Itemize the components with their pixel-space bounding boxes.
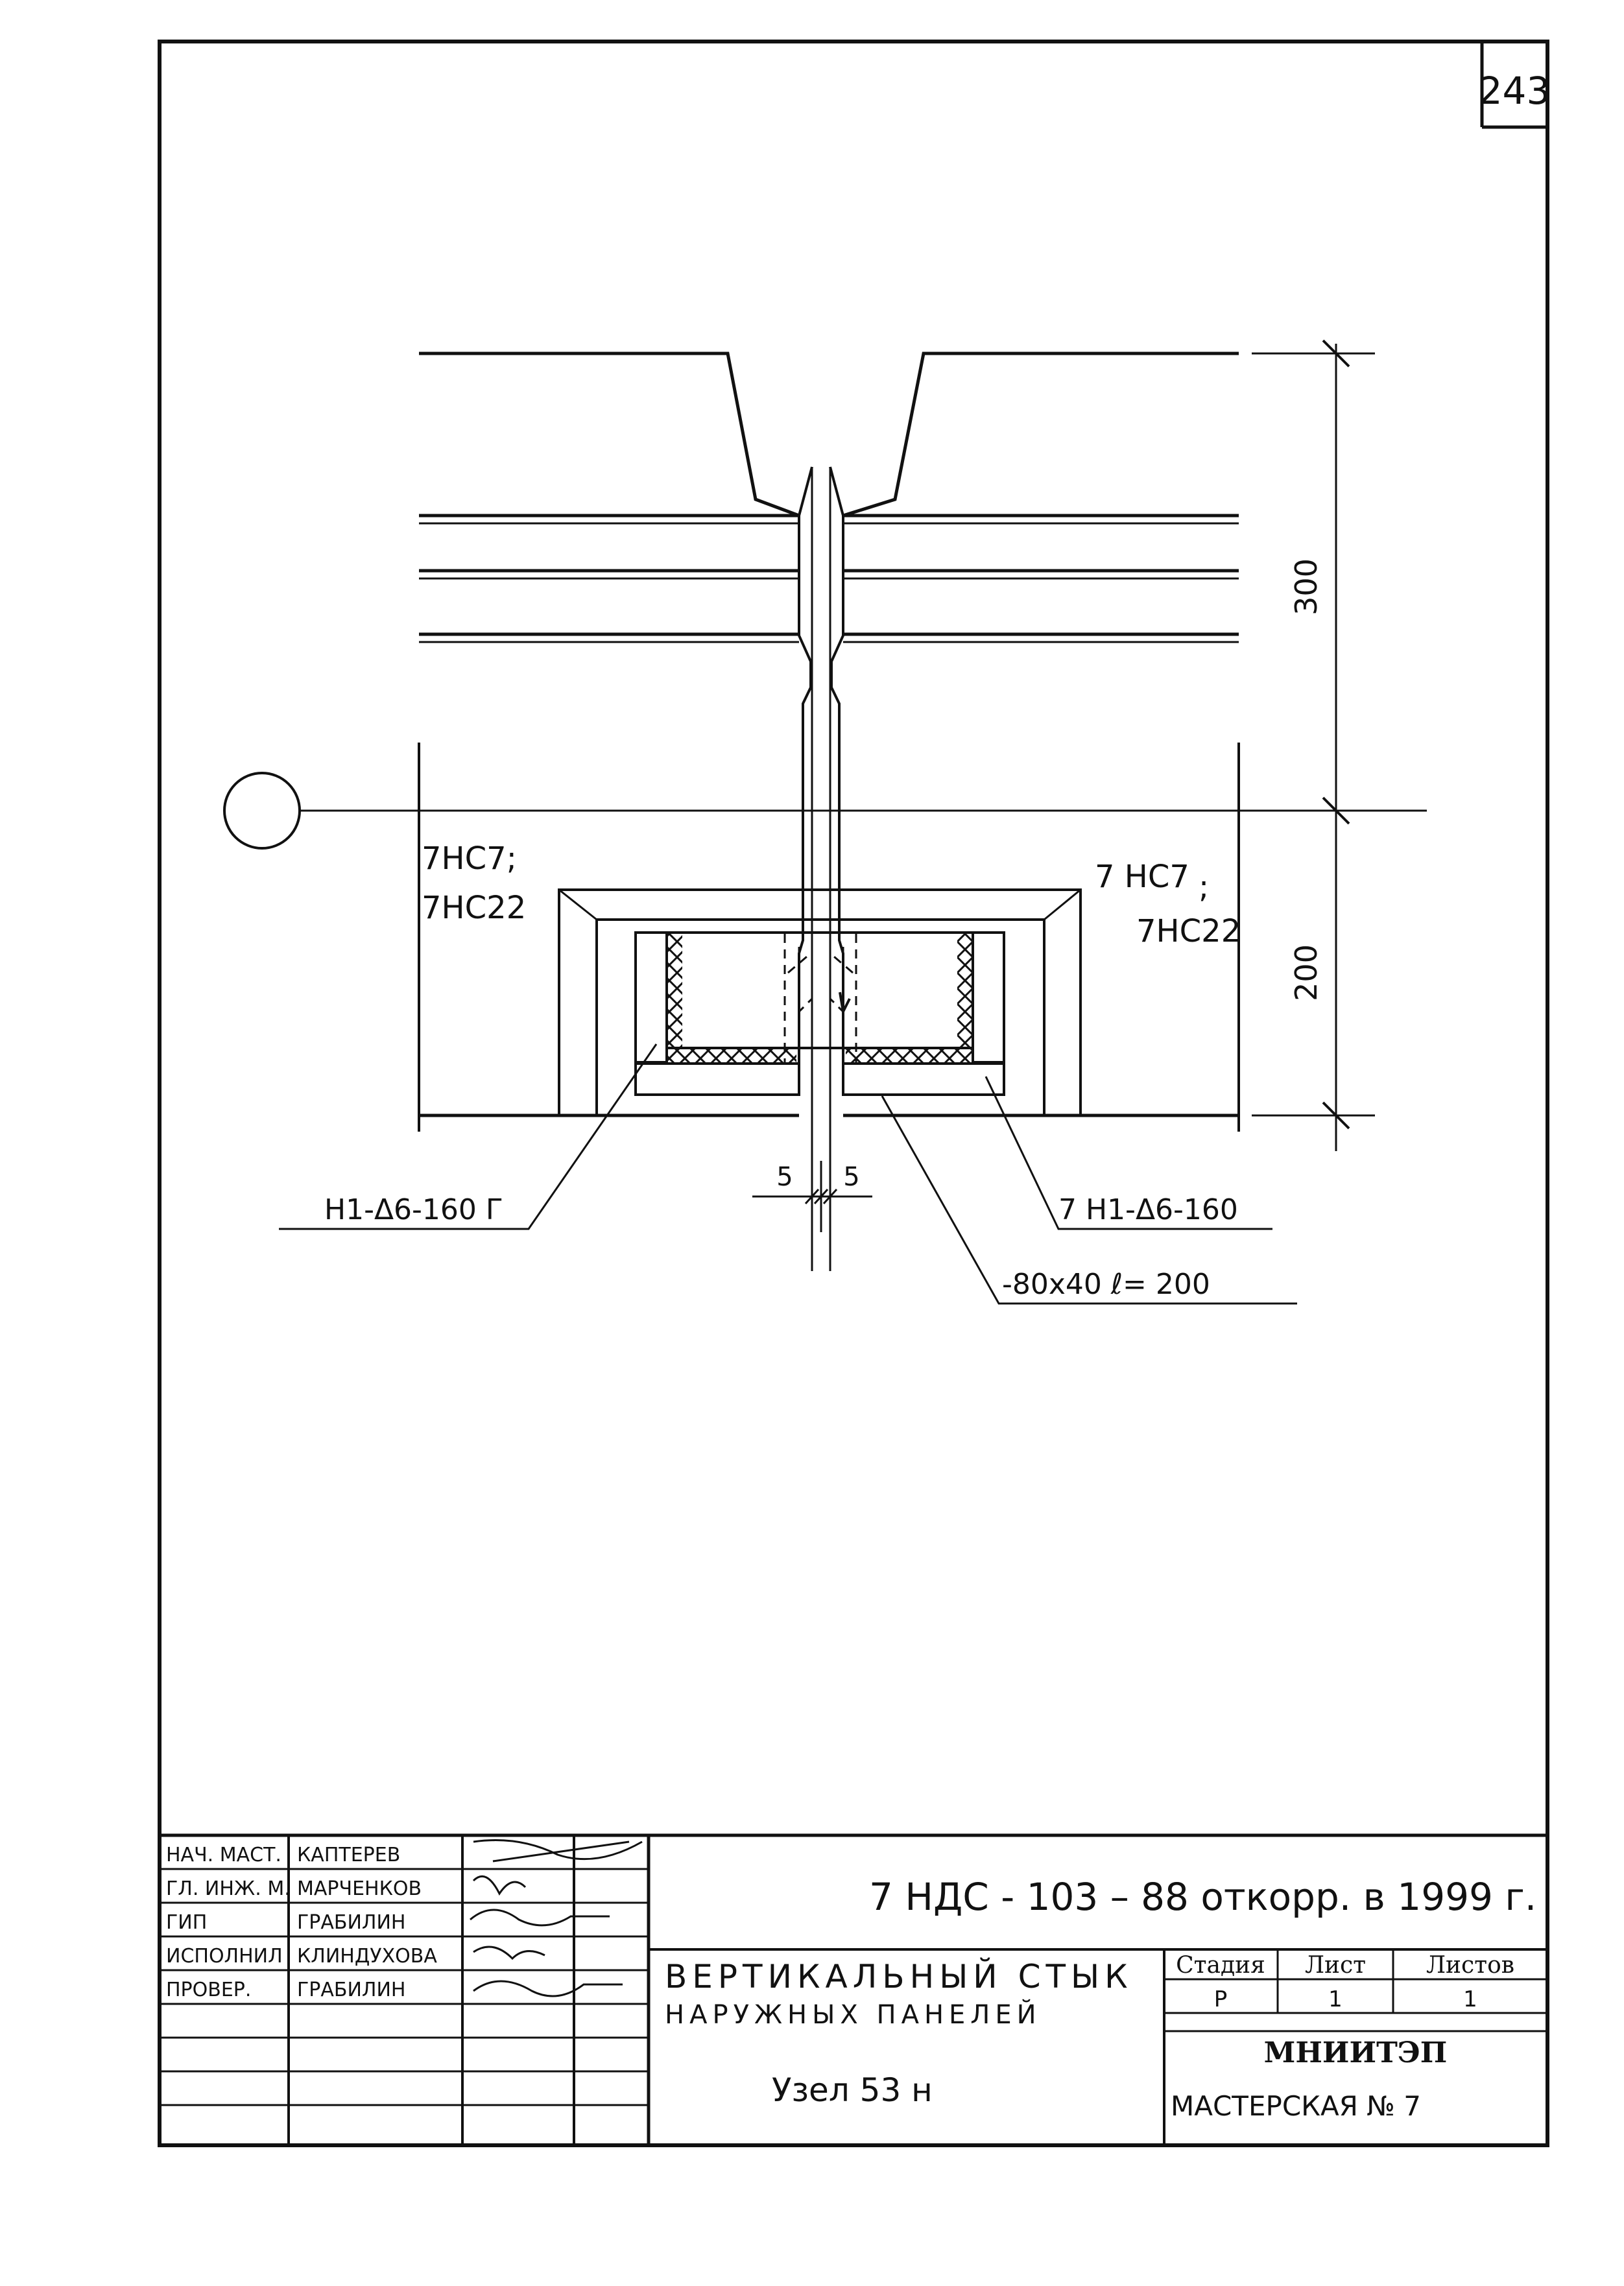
name-0: КАПТЕРЕВ xyxy=(297,1844,400,1866)
recess-outer xyxy=(558,888,1082,1115)
left-panel-top-profile xyxy=(419,351,800,518)
document-code: 7 НДС - 103 – 88 откорр. в 1999 г. xyxy=(869,1875,1536,1919)
right-plate-label: 7 Н1-Δ6-160 xyxy=(1058,1193,1238,1226)
stage-header: Стадия xyxy=(1176,1952,1265,1979)
right-plate-leader xyxy=(985,1076,1272,1230)
signature-marks xyxy=(470,1839,643,1997)
strip-leader xyxy=(881,1095,1297,1305)
role-0: НАЧ. МАСТ. xyxy=(166,1844,281,1866)
role-4: ПРОВЕР. xyxy=(166,1979,251,2001)
vertical-dimension: 300 200 xyxy=(1252,339,1375,1151)
axis-marker-circle xyxy=(223,772,301,850)
title-block: НАЧ. МАСТ. КАПТЕРЕВ ГЛ. ИНЖ. М. МАРЧЕНКО… xyxy=(160,1833,1547,2145)
dashed-connector xyxy=(783,934,857,1064)
workshop: МАСТЕРСКАЯ № 7 xyxy=(1171,2090,1421,2122)
sheet-header: Лист xyxy=(1305,1952,1366,1979)
title-line-2: НАРУЖНЫХ ПАНЕЛЕЙ xyxy=(665,1999,1042,2030)
strip-label: -80х40 ℓ= 200 xyxy=(1002,1268,1210,1301)
left-panel-label-2: 7НС22 xyxy=(422,890,526,926)
organization: МНИИТЭП xyxy=(1264,2036,1448,2069)
right-panel-label-sep: ; xyxy=(1199,869,1209,905)
joint-drawing: 300 200 5 5 7НС7; 7НС22 7 НС7 ; 7НС22 Н1… xyxy=(223,339,1427,1305)
title-line-1: ВЕРТИКАЛЬНЫЙ СТЫК xyxy=(665,1957,1133,1995)
dimension-300: 300 xyxy=(1289,558,1324,615)
gap-left-label: 5 xyxy=(776,1162,793,1192)
right-plate-hatch xyxy=(972,931,1005,1064)
role-3: ИСПОЛНИЛ xyxy=(166,1945,283,1968)
sheet-value: 1 xyxy=(1328,1986,1343,2012)
sheet-number-box: 243 xyxy=(1479,42,1551,129)
name-2: ГРАБИЛИН xyxy=(297,1911,406,1934)
joint-channel xyxy=(798,466,813,1064)
role-2: ГИП xyxy=(166,1911,207,1934)
left-strip-hatch xyxy=(634,1062,800,1096)
dimension-200: 200 xyxy=(1289,944,1324,1001)
name-3: КЛИНДУХОВА xyxy=(297,1945,437,1968)
sheets-header: Листов xyxy=(1426,1952,1514,1979)
sheet-number: 243 xyxy=(1479,69,1551,113)
right-panel-top-profile xyxy=(842,351,1239,518)
stage-value: Р xyxy=(1214,1986,1228,2012)
right-panel-label-2: 7НС22 xyxy=(1136,913,1241,949)
sheets-value: 1 xyxy=(1463,1986,1477,2012)
gap-right-label: 5 xyxy=(843,1162,859,1192)
role-1: ГЛ. ИНЖ. М. xyxy=(166,1877,291,1900)
sheet-frame xyxy=(158,40,1549,2147)
right-strip-hatch xyxy=(842,1062,1005,1096)
name-4: ГРАБИЛИН xyxy=(297,1979,406,2001)
node-label: Узел 53 н xyxy=(772,2071,933,2109)
left-plate-hatch xyxy=(634,931,668,1064)
right-panel-label-1: 7 НС7 xyxy=(1095,859,1189,895)
left-plate-label: Н1-Δ6-160 Г xyxy=(324,1193,503,1226)
left-plate-leader xyxy=(279,1043,658,1230)
left-panel-label-1: 7НС7; xyxy=(422,840,517,877)
recess-inner xyxy=(595,918,1045,1115)
name-1: МАРЧЕНКОВ xyxy=(297,1877,422,1900)
gap-dimension: 5 5 xyxy=(752,1161,872,1232)
